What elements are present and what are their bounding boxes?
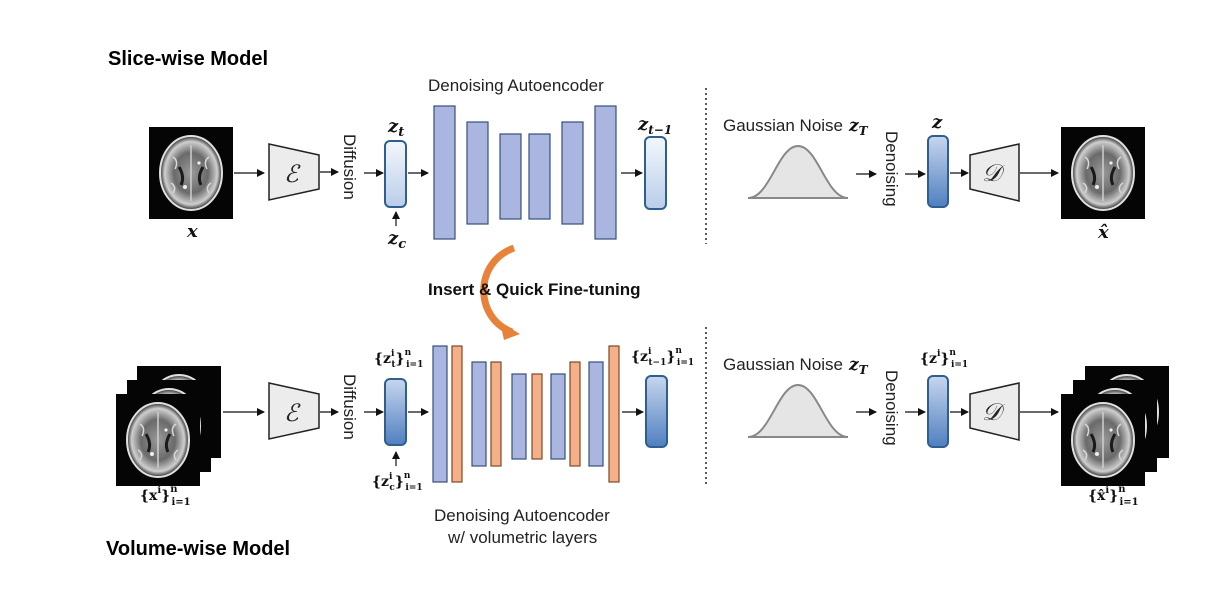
bottom-unet-layer bbox=[588, 361, 604, 467]
slice-wise-title: Slice-wise Model bbox=[108, 48, 268, 70]
top-unet-title: Denoising Autoencoder bbox=[428, 76, 604, 95]
bottom-diffusion-label: Diffusion bbox=[340, 374, 359, 440]
bottom-unet-title-line2: w/ volumetric layers bbox=[447, 528, 597, 547]
bottom-unet-volumetric-layer bbox=[608, 345, 620, 483]
top-decoder bbox=[969, 143, 1020, 202]
top-latent-z bbox=[927, 135, 949, 208]
bottom-decoder bbox=[969, 382, 1020, 441]
bottom-unet-layer bbox=[471, 361, 487, 467]
bottom-unet-volumetric-layer bbox=[569, 361, 581, 467]
top-unet-layer bbox=[433, 105, 456, 240]
top-zc-label: zc bbox=[387, 228, 406, 252]
bottom-latent-z bbox=[927, 375, 949, 448]
top-unet-layer bbox=[466, 121, 489, 225]
bottom-unet-volumetric-layer bbox=[490, 361, 502, 467]
bottom-unet-volumetric-layer bbox=[451, 345, 463, 483]
bottom-gaussian-curve bbox=[747, 383, 849, 438]
bottom-unet-volumetric-layer bbox=[531, 373, 543, 460]
bottom-unet-title-line1: Denoising Autoencoder bbox=[434, 506, 610, 525]
top-output-label: x̂ bbox=[1097, 222, 1109, 243]
top-output-image bbox=[1059, 125, 1147, 221]
top-encoder-symbol: ℰ bbox=[284, 160, 301, 188]
top-diffusion-label: Diffusion bbox=[340, 134, 359, 200]
bottom-unet bbox=[432, 345, 620, 483]
bottom-unet-layer bbox=[511, 373, 527, 460]
top-unet-layer bbox=[528, 133, 551, 220]
top-gaussian-curve bbox=[747, 144, 849, 199]
bottom-unet-layer bbox=[432, 345, 448, 483]
top-latent-zt1 bbox=[644, 136, 667, 210]
top-unet-layer bbox=[561, 121, 584, 225]
top-zt1-label: zt−1 bbox=[637, 114, 672, 137]
top-latent-zt bbox=[384, 140, 407, 208]
top-denoising-label: Denoising bbox=[882, 131, 901, 207]
bottom-output-stack bbox=[1059, 364, 1171, 488]
insert-label: Insert & Quick Fine-tuning bbox=[428, 280, 641, 299]
top-input-image bbox=[147, 125, 235, 221]
top-unet bbox=[433, 105, 617, 240]
top-input-label: x bbox=[186, 221, 198, 242]
bottom-denoising-label: Denoising bbox=[882, 370, 901, 446]
bottom-latent-zt bbox=[384, 378, 407, 446]
volume-wise-title: Volume-wise Model bbox=[106, 538, 290, 560]
insert-arrow-head bbox=[500, 322, 520, 340]
top-z-label: z bbox=[931, 112, 943, 133]
bottom-latent-zt1 bbox=[645, 375, 668, 448]
bottom-unet-layer bbox=[550, 373, 566, 460]
top-unet-layer bbox=[594, 105, 617, 240]
bottom-encoder bbox=[268, 382, 320, 440]
top-zt-label: zt bbox=[387, 116, 404, 140]
top-unet-layer bbox=[499, 133, 522, 220]
top-encoder bbox=[268, 143, 320, 201]
bottom-encoder-symbol: ℰ bbox=[284, 399, 301, 427]
bottom-input-stack bbox=[114, 364, 223, 488]
